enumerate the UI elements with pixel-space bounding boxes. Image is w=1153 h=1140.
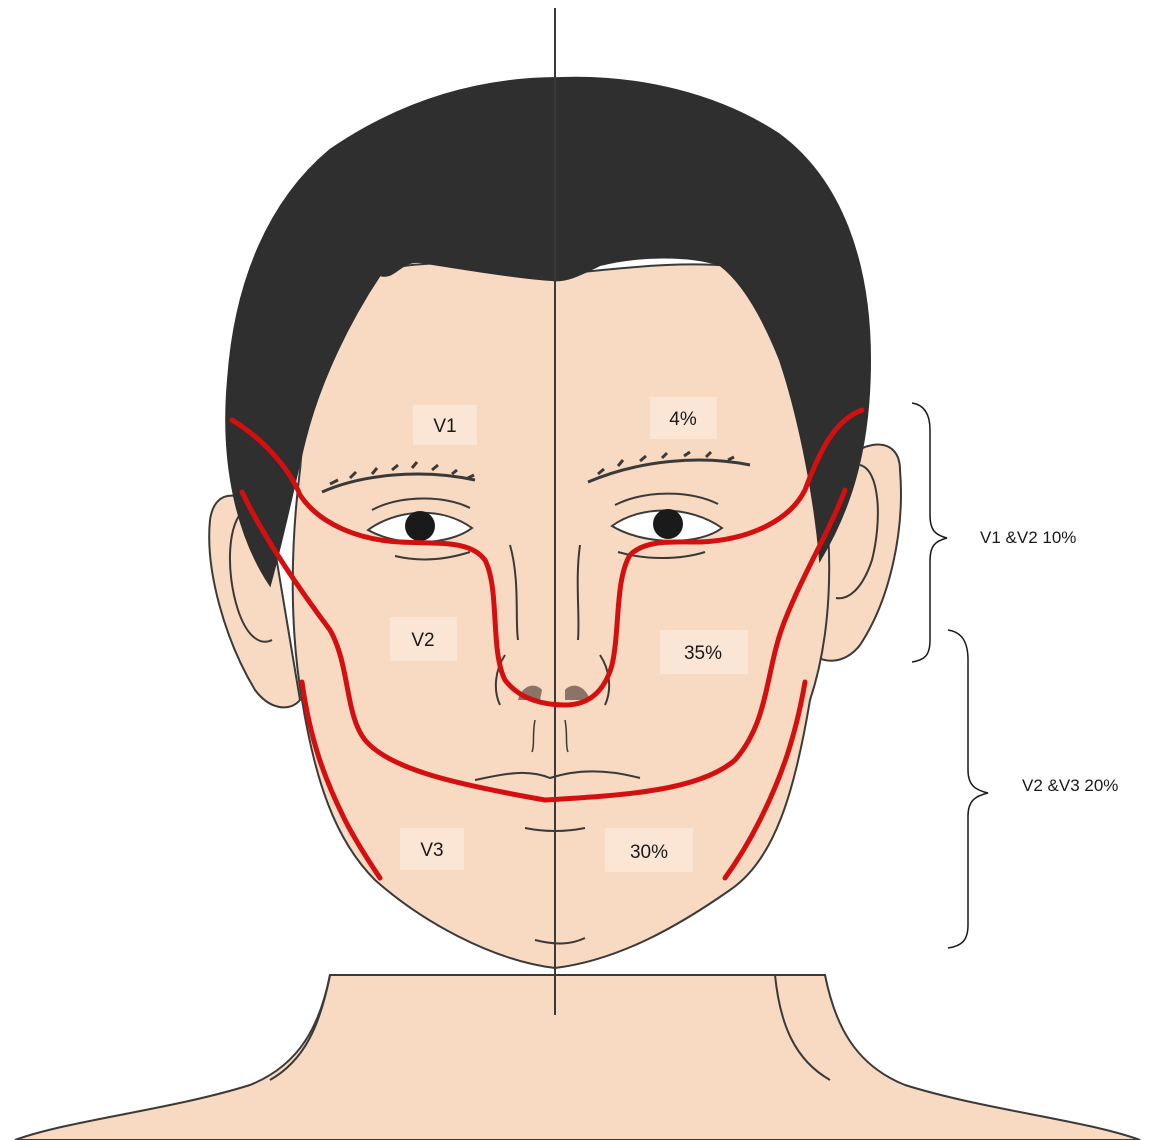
label-v3-pct: 30% <box>630 842 668 863</box>
label-v1-pct: 4% <box>669 409 697 430</box>
face <box>293 263 829 968</box>
pupil-right <box>653 509 683 539</box>
bracket-upper-label: V1 &V2 10% <box>980 528 1076 547</box>
bracket-lower-label: V2 &V3 20% <box>1022 776 1118 795</box>
label-v2-pct: 35% <box>684 643 722 664</box>
pupil-left <box>405 511 435 541</box>
label-v2: V2 <box>411 630 434 651</box>
label-v1: V1 <box>433 416 456 437</box>
neck-shoulders <box>15 975 1140 1140</box>
bracket-lower <box>948 630 988 948</box>
label-v3: V3 <box>420 840 443 861</box>
bracket-upper <box>912 403 947 662</box>
